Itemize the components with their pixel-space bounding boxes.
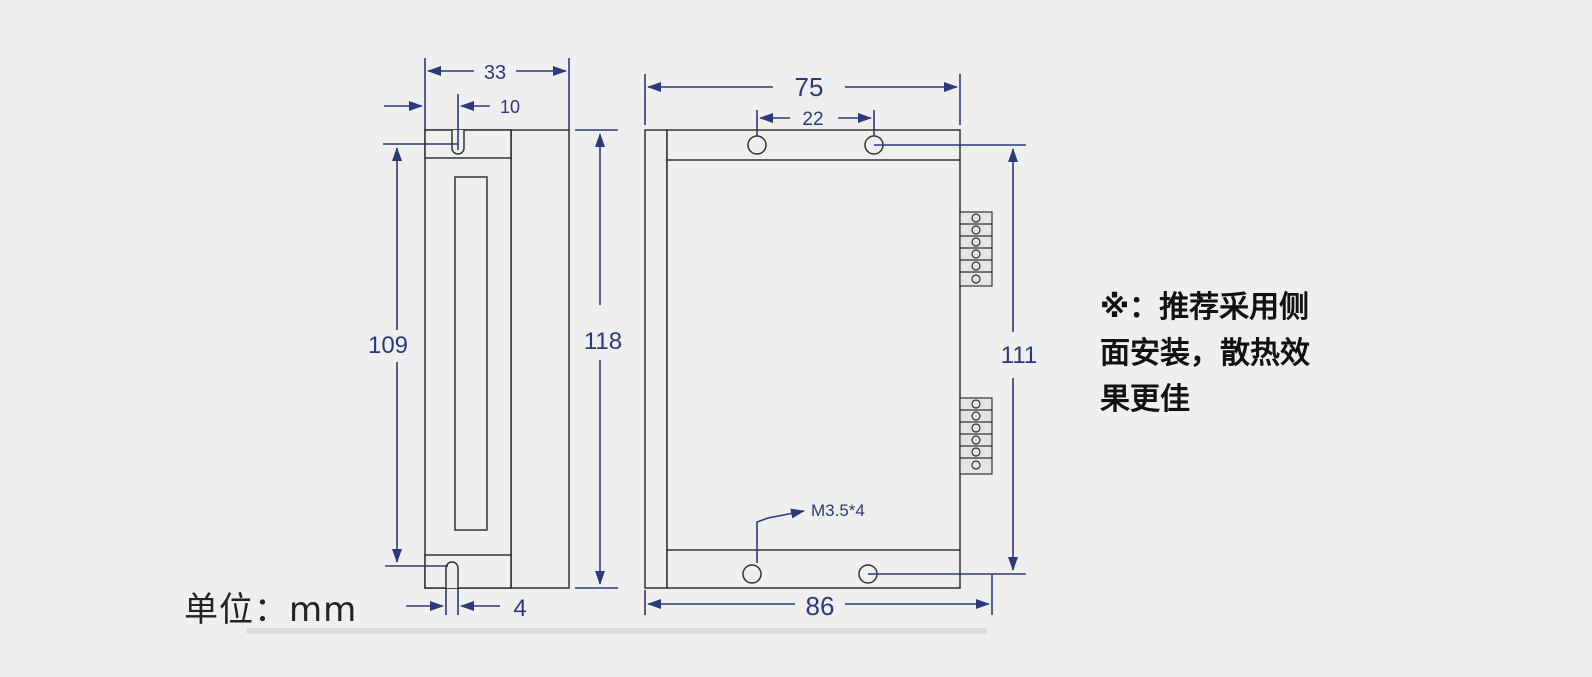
note-line-2: 面安装，散热效 — [1100, 336, 1310, 371]
front-dimensions — [644, 74, 1026, 615]
dim-109-label: 109 — [368, 332, 408, 359]
terminal-block-upper — [959, 211, 993, 287]
side-dim-labels: 33 10 109 118 4 — [368, 62, 622, 622]
side-window — [454, 176, 488, 531]
base-shadow — [247, 628, 987, 634]
side-bottom-slot — [445, 561, 459, 588]
mounting-note: ※：推荐采用侧 面安装，散热效 果更佳 — [1100, 285, 1360, 423]
front-back-plate — [644, 129, 668, 589]
side-view — [424, 129, 570, 589]
note-line-3: 果更佳 — [1100, 382, 1190, 417]
dim-111-label: 111 — [1001, 342, 1037, 369]
terminal-block-lower — [959, 397, 993, 475]
dim-22-label: 22 — [802, 109, 823, 130]
front-view — [644, 129, 961, 589]
note-line-1: ※：推荐采用侧 — [1100, 290, 1310, 325]
dim-86-label: 86 — [806, 591, 835, 621]
side-back-plate — [510, 129, 570, 589]
dim-33-label: 33 — [484, 62, 506, 84]
mount-hole-bottom-left — [742, 564, 762, 584]
mount-hole-top-left — [747, 135, 767, 155]
front-body — [666, 129, 961, 589]
dim-4-label: 4 — [513, 595, 526, 622]
side-dimensions — [383, 58, 618, 615]
side-bottom-flange — [424, 554, 512, 589]
dim-118-label: 118 — [584, 328, 622, 355]
screw-spec-label: M3.5*4 — [811, 501, 865, 520]
dim-10-label: 10 — [500, 97, 520, 117]
front-dim-labels: 75 22 111 86 M3.5*4 — [795, 72, 1038, 621]
dim-75-label: 75 — [795, 72, 824, 102]
unit-label: 单位：mm — [184, 590, 358, 630]
side-top-flange — [424, 129, 512, 159]
